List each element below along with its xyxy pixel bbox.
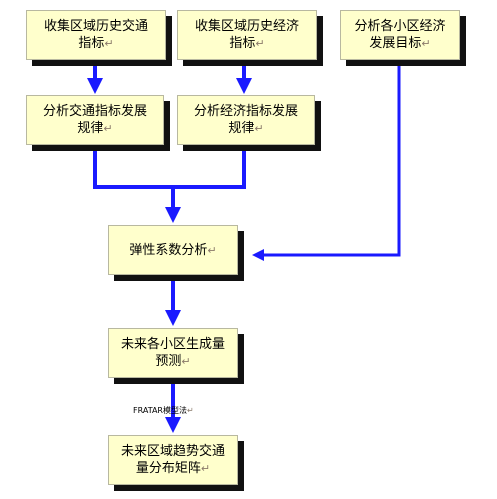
- arrow-devgoal-to-elasticity: [252, 64, 401, 261]
- node-analyze-dev-goal-line1: 分析各小区经济: [354, 19, 446, 34]
- node-collect-economic: 收集区域历史经济 指标↵: [177, 10, 317, 60]
- node-analyze-economic-line2: 规律: [228, 121, 255, 136]
- fratar-method-label: FRATAR模型法↵: [133, 405, 194, 416]
- node-analyze-economic-line1: 分析经济指标发展: [193, 104, 298, 119]
- paragraph-mark: ↵: [103, 122, 113, 135]
- node-collect-traffic-line1: 收集区域历史交通: [43, 19, 148, 34]
- node-generation-prediction: 未来各小区生成量 预测↵: [108, 328, 238, 378]
- paragraph-mark: ↵: [104, 37, 114, 50]
- node-od-matrix-line2: 量分布矩阵: [135, 461, 201, 476]
- node-od-matrix: 未来区域趋势交通 量分布矩阵↵: [108, 435, 238, 485]
- paragraph-mark: ↵: [421, 37, 431, 50]
- node-od-matrix-line1: 未来区域趋势交通: [120, 444, 225, 459]
- paragraph-mark: ↵: [181, 355, 191, 368]
- merge-connector: [93, 148, 246, 189]
- paragraph-mark: ↵: [207, 243, 217, 257]
- node-generation-prediction-line1: 未来各小区生成量: [120, 337, 225, 352]
- node-elasticity-analysis: 弹性系数分析↵: [108, 225, 238, 275]
- node-analyze-dev-goal: 分析各小区经济 发展目标↵: [340, 10, 460, 60]
- node-collect-traffic-line2: 指标: [78, 36, 105, 51]
- node-analyze-economic: 分析经济指标发展 规律↵: [177, 95, 315, 145]
- paragraph-mark: ↵: [255, 37, 265, 50]
- node-analyze-traffic-line1: 分析交通指标发展: [42, 104, 147, 119]
- node-analyze-dev-goal-line2: 发展目标: [369, 36, 422, 51]
- node-elasticity-line1: 弹性系数分析: [129, 242, 208, 258]
- paragraph-mark: ↵: [254, 122, 264, 135]
- paragraph-mark: ↵: [200, 462, 211, 475]
- node-generation-prediction-line2: 预测: [155, 354, 182, 369]
- node-collect-economic-line2: 指标: [229, 36, 256, 51]
- node-collect-economic-line1: 收集区域历史经济: [194, 19, 299, 34]
- node-analyze-traffic: 分析交通指标发展 规律↵: [26, 95, 164, 145]
- fratar-method-text: FRATAR模型法: [133, 406, 187, 415]
- node-collect-traffic: 收集区域历史交通 指标↵: [26, 10, 166, 60]
- node-analyze-traffic-line2: 规律: [77, 121, 104, 136]
- paragraph-mark: ↵: [186, 406, 194, 415]
